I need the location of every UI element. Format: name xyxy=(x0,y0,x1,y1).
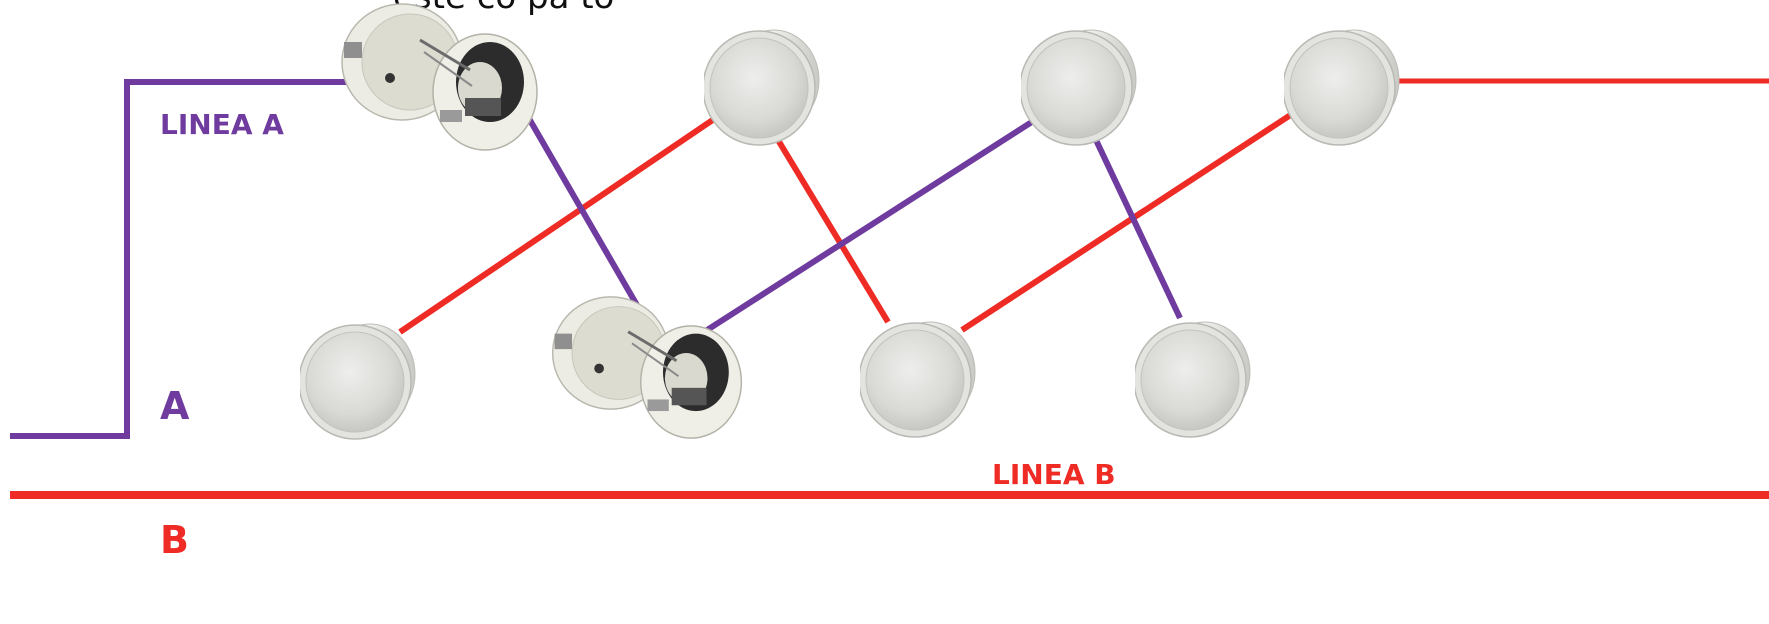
ceiling-speaker-icon xyxy=(1284,29,1400,146)
header-fragment: este co pa to xyxy=(393,0,614,17)
ceiling-speaker-icon xyxy=(300,323,416,440)
red-wire-2 xyxy=(775,138,891,324)
speaker-wiring xyxy=(398,94,1294,347)
line-a-label: LINEA A xyxy=(160,108,284,141)
line-b-label: LINEA B xyxy=(992,458,1116,491)
ceiling-speaker-icon xyxy=(704,29,820,146)
ceiling-speaker-icon xyxy=(860,321,976,438)
open-ceiling-speaker-icon xyxy=(551,295,743,440)
red-wire-1 xyxy=(398,112,722,335)
speakers xyxy=(300,2,1400,440)
terminal-b-label: B xyxy=(160,518,189,562)
open-ceiling-speaker-icon xyxy=(340,2,539,152)
terminal-a-label: A xyxy=(160,384,190,428)
purple-wire-3 xyxy=(1093,138,1183,320)
line-b-bus xyxy=(10,78,1769,499)
purple-wire-2 xyxy=(702,115,1040,335)
line-a-feed xyxy=(10,79,350,439)
ceiling-speaker-icon xyxy=(1021,29,1137,146)
line-a-feed-path xyxy=(10,79,350,439)
ceiling-speaker-icon xyxy=(1135,321,1251,438)
red-wire-3 xyxy=(960,111,1294,333)
